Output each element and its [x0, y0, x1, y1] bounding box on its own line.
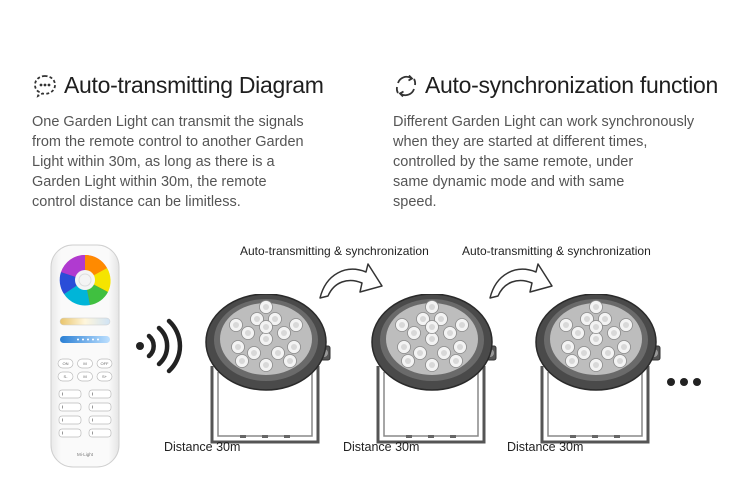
- remote-mode-label: M: [83, 361, 86, 366]
- distance-label-3: Distance 30m: [507, 440, 584, 454]
- right-heading: Auto-synchronization function: [393, 72, 718, 99]
- curved-arrow-icon-2: [489, 263, 553, 299]
- distance-label-1: Distance 30m: [164, 440, 241, 454]
- caption-2: Auto-transmitting & synchronization: [462, 244, 651, 258]
- left-heading: Auto-transmitting Diagram: [32, 72, 324, 99]
- remote-speed-down-label: S-: [64, 374, 69, 379]
- chat-bubble-icon: [34, 74, 56, 98]
- garden-light-1: [205, 294, 331, 444]
- remote-control: ON M OFF S- M S+ Mi·Light: [50, 244, 120, 468]
- remote-button-grid: [57, 358, 113, 382]
- left-description: One Garden Light can transmit the signal…: [32, 114, 304, 210]
- right-description: Different Garden Light can work synchron…: [393, 114, 695, 210]
- remote-brand: Mi·Light: [77, 452, 94, 457]
- left-title: Auto-transmitting Diagram: [64, 72, 324, 98]
- temperature-slider: [59, 317, 111, 326]
- zone-buttons: [58, 389, 112, 438]
- ellipsis-icon: [667, 378, 701, 386]
- sync-arrows-icon: [395, 74, 417, 97]
- garden-light-2: [371, 294, 497, 444]
- remote-off-label: OFF: [101, 361, 110, 366]
- brightness-slider: [60, 336, 110, 343]
- remote-speed-up-label: S+: [102, 374, 108, 379]
- caption-1: Auto-transmitting & synchronization: [240, 244, 429, 258]
- curved-arrow-icon-1: [319, 263, 383, 299]
- wireless-signal-icon: [136, 318, 183, 374]
- remote-mode2-label: M: [83, 374, 86, 379]
- garden-light-3: [535, 294, 661, 444]
- remote-on-label: ON: [63, 361, 69, 366]
- right-title: Auto-synchronization function: [425, 72, 719, 98]
- distance-label-2: Distance 30m: [343, 440, 420, 454]
- color-wheel: [59, 254, 111, 306]
